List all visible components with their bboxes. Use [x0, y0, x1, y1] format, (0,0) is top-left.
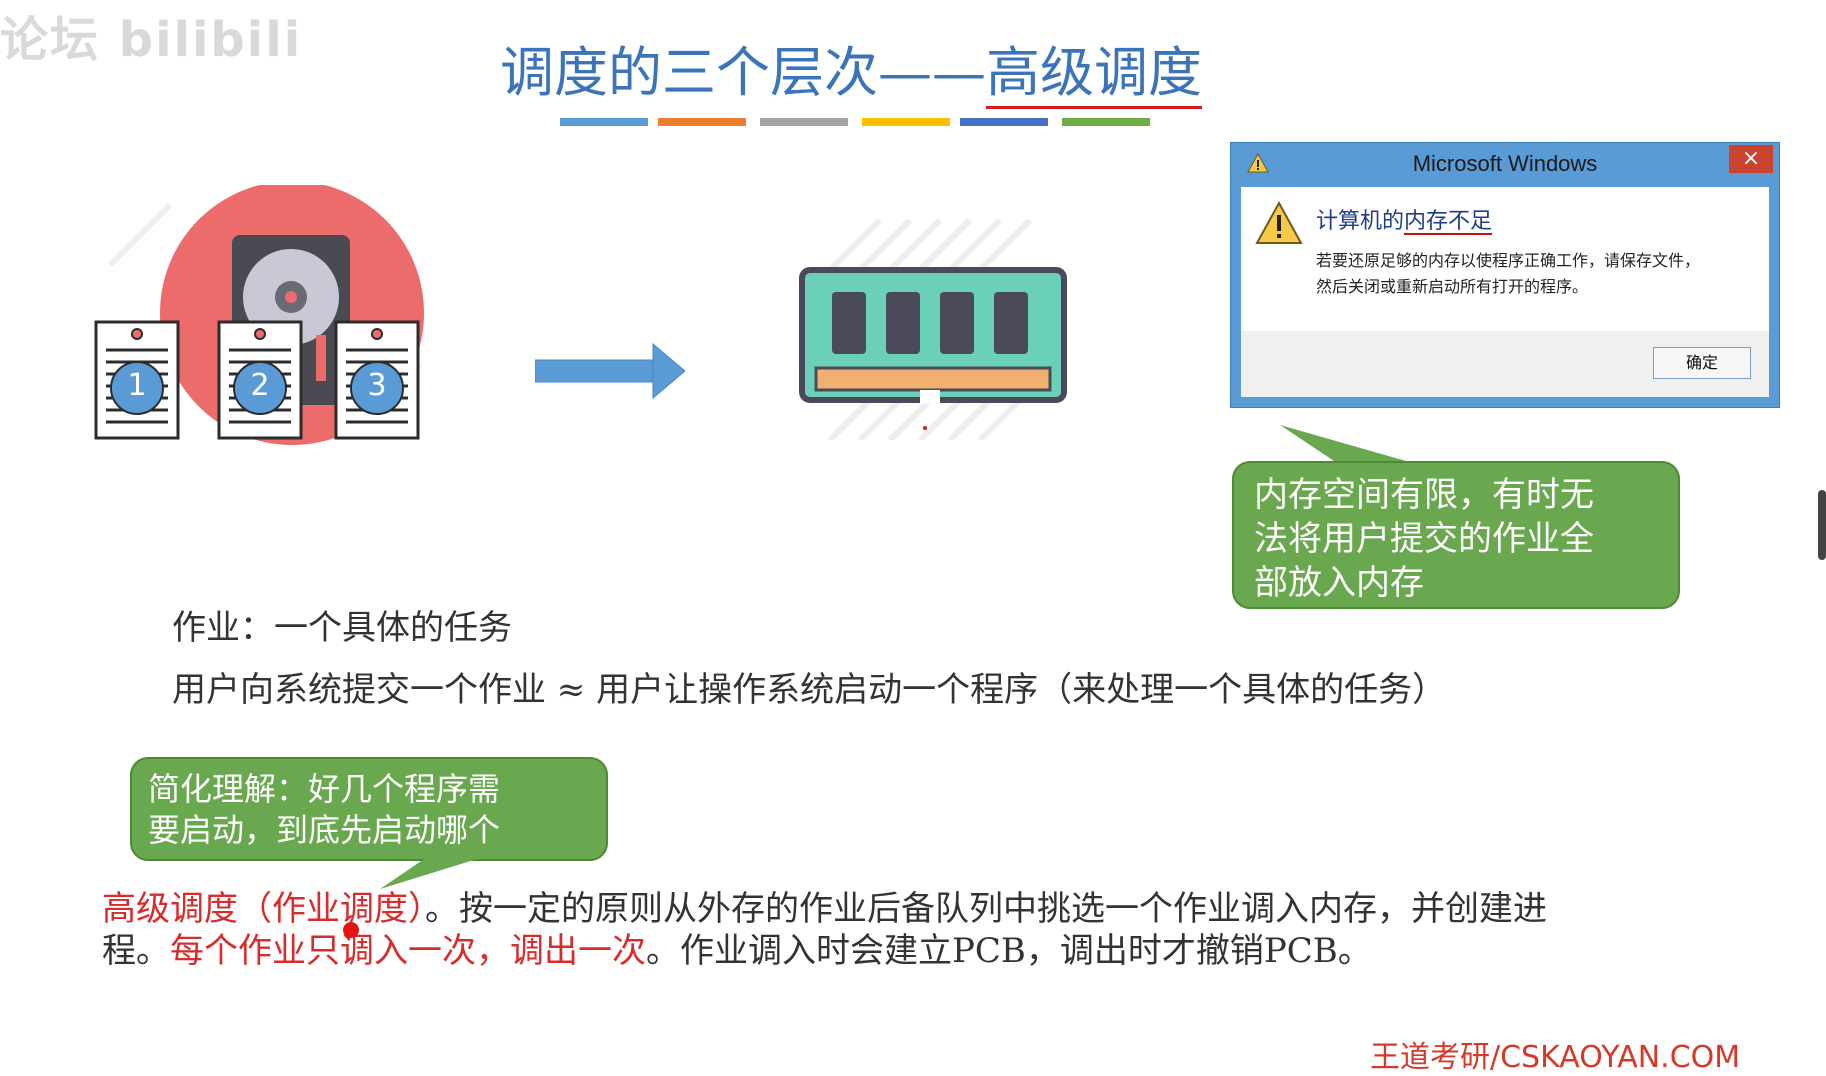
memory-limit-callout: 内存空间有限，有时无 法将用户提交的作业全 部放入内存 — [1232, 461, 1680, 609]
color-bar-blue — [560, 118, 648, 126]
job-definition: 作业：一个具体的任务 — [172, 608, 512, 648]
page-title-highlight: 高级调度 — [986, 41, 1202, 109]
color-bar-orange — [658, 118, 746, 126]
dialog-footer: 确定 — [1241, 331, 1769, 397]
simplify-callout: 简化理解：好几个程序需 要启动，到底先启动哪个 — [130, 757, 608, 861]
job-label-3: 3 — [367, 368, 387, 403]
definition-text1: 。按一定的原则从外存的作业后备队列中挑选一个作业调入内存，并创建进 — [425, 889, 1547, 929]
color-bar-yellow — [862, 118, 950, 126]
ok-button[interactable]: 确定 — [1653, 347, 1751, 379]
memory-warning-dialog: Microsoft Windows × 计算机的内存不足 若要还原足够的内存以使… — [1230, 142, 1780, 408]
job-document-2: 2 — [217, 320, 303, 444]
callout-pointer — [380, 855, 490, 889]
scroll-handle[interactable] — [1818, 490, 1826, 560]
warning-icon — [1247, 152, 1269, 177]
warning-icon — [1255, 200, 1303, 249]
job-equivalence: 用户向系统提交一个作业 ≈ 用户让操作系统启动一个程序（来处理一个具体的任务） — [172, 670, 1447, 710]
pointer-cursor-icon — [343, 922, 359, 938]
dialog-body: 计算机的内存不足 若要还原足够的内存以使程序正确工作，请保存文件， 然后关闭或重… — [1241, 187, 1769, 397]
dialog-title: Microsoft Windows — [1412, 151, 1598, 176]
definition-term: 高级调度（作业调度） — [102, 889, 425, 929]
dialog-message-line1: 若要还原足够的内存以使程序正确工作，请保存文件， — [1316, 253, 1701, 270]
color-bar-darkblue — [960, 118, 1048, 126]
callout-memory-line3: 部放入内存 — [1254, 563, 1424, 603]
job-label-1: 1 — [127, 368, 147, 403]
callout-simplify-line2: 要启动，到底先启动哪个 — [148, 811, 501, 849]
callout-memory-line2: 法将用户提交的作业全 — [1254, 519, 1594, 559]
footer-credit: 王道考研/CSKAOYAN.COM — [1370, 1040, 1741, 1075]
color-bar-green — [1062, 118, 1150, 126]
jobs-and-disk-illustration: 1 2 3 — [90, 181, 450, 475]
definition-line2: 程。每个作业只调入一次，调出一次。作业调入时会建立PCB，调出时才撤销PCB。 — [102, 930, 1547, 972]
definition-line1: 高级调度（作业调度）。按一定的原则从外存的作业后备队列中挑选一个作业调入内存，并… — [102, 888, 1547, 930]
dialog-message-line2: 然后关闭或重新启动所有打开的程序。 — [1316, 279, 1589, 296]
dialog-titlebar: Microsoft Windows × — [1231, 143, 1779, 183]
page-title: 调度的三个层次——高级调度 — [500, 28, 1202, 109]
dialog-heading-prefix: 计算机的 — [1316, 208, 1405, 233]
dialog-heading-highlight: 内存不足 — [1404, 208, 1493, 235]
callout-pointer — [1280, 425, 1420, 465]
definition-emphasis: 每个作业只调入一次，调出一次 — [170, 931, 646, 971]
high-level-scheduling-definition: 高级调度（作业调度）。按一定的原则从外存的作业后备队列中挑选一个作业调入内存，并… — [102, 888, 1547, 972]
close-icon[interactable]: × — [1729, 145, 1773, 173]
arrow-right-icon — [534, 340, 686, 404]
color-bar-gray — [760, 118, 848, 126]
job-document-1: 1 — [94, 320, 180, 444]
memory-module-icon — [790, 210, 1080, 444]
page-title-prefix: 调度的三个层次—— — [500, 41, 986, 104]
definition-text2: 程。 — [102, 931, 170, 971]
callout-memory-line1: 内存空间有限，有时无 — [1254, 475, 1594, 515]
callout-simplify-line1: 简化理解：好几个程序需 — [148, 770, 501, 808]
dialog-message: 若要还原足够的内存以使程序正确工作，请保存文件， 然后关闭或重新启动所有打开的程… — [1316, 249, 1756, 301]
dialog-heading: 计算机的内存不足 — [1316, 203, 1493, 235]
definition-text3: 。作业调入时会建立PCB，调出时才撤销PCB。 — [646, 931, 1372, 971]
job-document-3: 3 — [334, 320, 420, 444]
job-label-2: 2 — [250, 368, 270, 403]
watermark: 论坛 bilibili — [0, 12, 303, 68]
